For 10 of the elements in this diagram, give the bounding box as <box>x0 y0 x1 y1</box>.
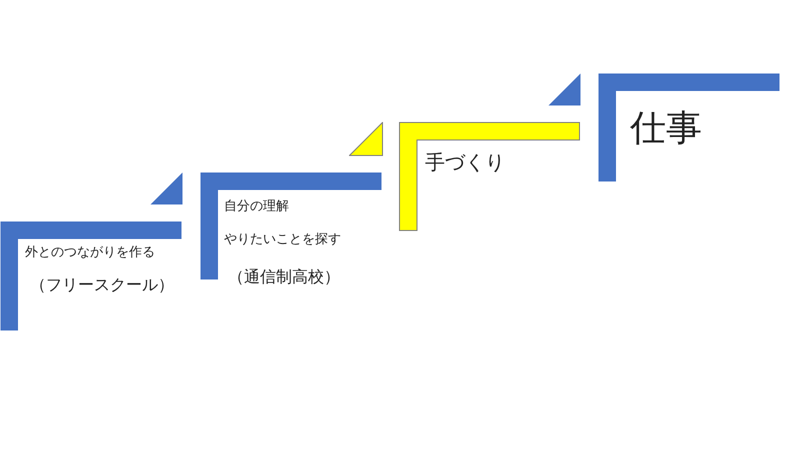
triangle-arrow <box>548 74 580 106</box>
triangle-arrow <box>349 122 383 156</box>
step-title: 外とのつながりを作る <box>25 245 155 261</box>
step-title: 手づくり <box>425 150 505 174</box>
step-text: （フリースクール） <box>30 275 174 294</box>
step-text: やりたいことを探す <box>224 232 341 248</box>
triangle-arrow <box>150 172 182 204</box>
step-title: 仕事 <box>630 107 702 150</box>
step-text: （通信制高校） <box>228 267 340 286</box>
step-title: 自分の理解 <box>224 199 289 215</box>
